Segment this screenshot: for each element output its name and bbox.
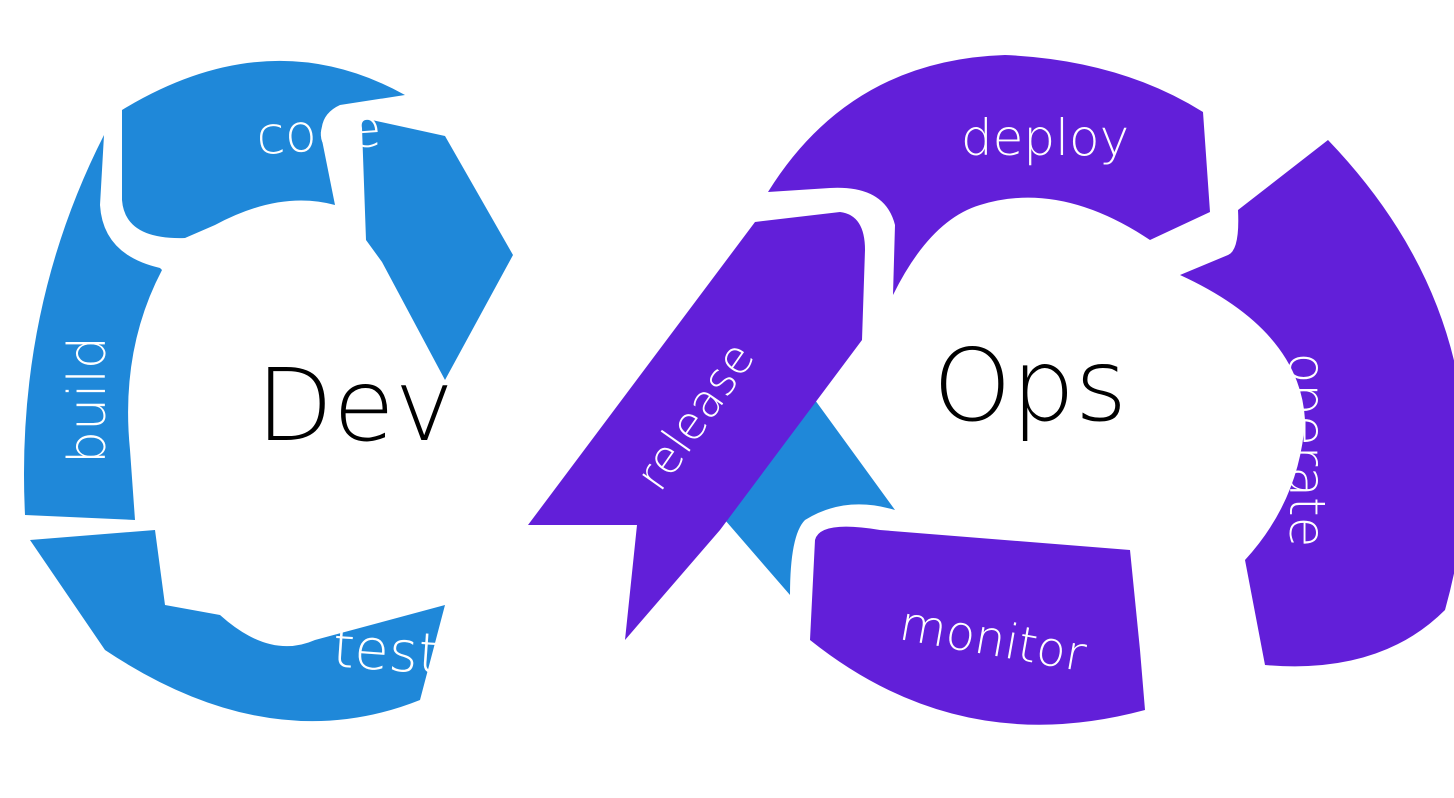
label-deploy: deploy (961, 109, 1129, 167)
segment-test (30, 530, 445, 722)
segment-code (122, 60, 405, 239)
label-plan: plan (560, 164, 658, 282)
segment-monitor (810, 526, 1145, 725)
ops-center-label: Ops (933, 327, 1127, 444)
label-build: build (58, 336, 118, 464)
label-test: test (330, 615, 442, 687)
segment-deploy (768, 55, 1210, 295)
ops-loop (528, 55, 1454, 725)
dev-loop (23, 60, 895, 722)
label-operate: operate (1278, 353, 1336, 548)
segment-plan (361, 119, 513, 381)
dev-center-label: Dev (256, 347, 454, 464)
segment-operate (1180, 140, 1454, 667)
segment-dev-cross (725, 400, 895, 595)
segment-release (528, 212, 865, 640)
segment-build (23, 135, 162, 520)
label-code: code (254, 99, 383, 168)
